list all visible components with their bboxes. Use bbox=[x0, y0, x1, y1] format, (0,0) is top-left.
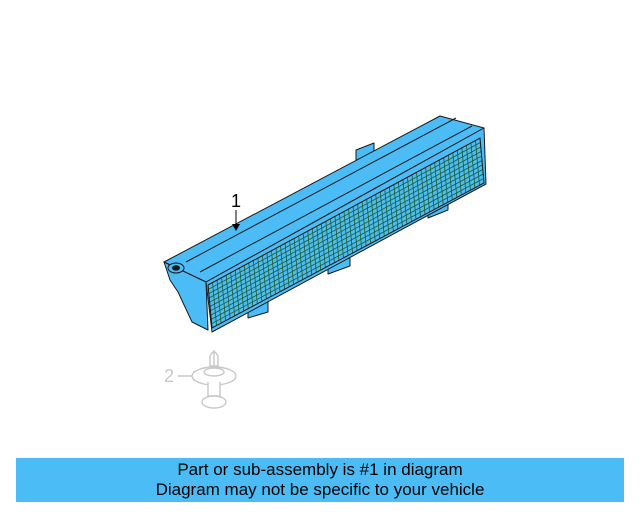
callout-1[interactable]: 1 bbox=[231, 191, 241, 231]
callout-2-number: 2 bbox=[164, 366, 174, 386]
high-mount-stop-lamp-part[interactable] bbox=[163, 115, 487, 333]
parts-diagram: 1 2 bbox=[163, 115, 487, 409]
banner-line-2: Diagram may not be specific to your vehi… bbox=[155, 480, 485, 499]
banner-line-1: Part or sub-assembly is #1 in diagram bbox=[177, 460, 463, 479]
push-pin-fastener-part[interactable]: 2 bbox=[164, 350, 237, 409]
callout-1-arrowhead bbox=[232, 224, 240, 231]
info-banner: Part or sub-assembly is #1 in diagram Di… bbox=[16, 458, 624, 502]
callout-1-number: 1 bbox=[231, 191, 241, 211]
